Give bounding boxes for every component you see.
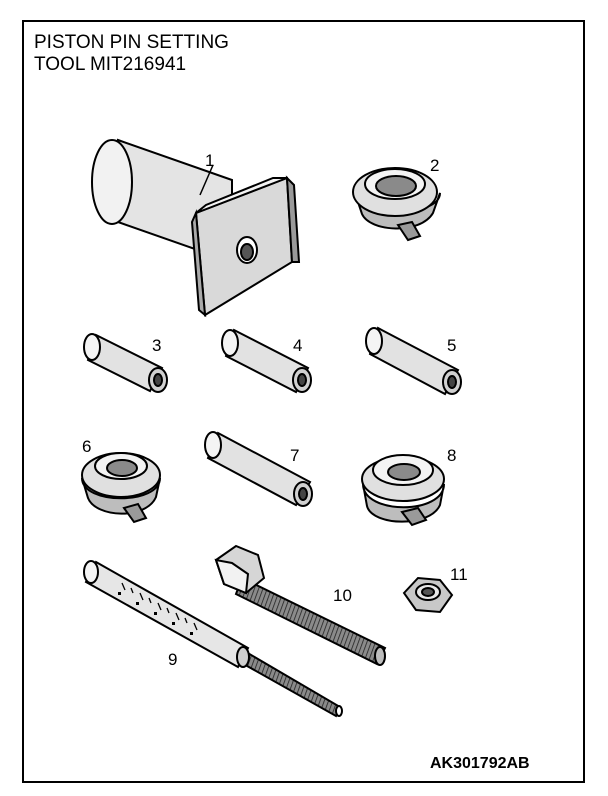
callout-1: 1: [205, 151, 214, 170]
part-11-nut: [402, 576, 454, 614]
callout-6: 6: [82, 437, 91, 456]
title-line-2: TOOL MIT216941: [34, 54, 187, 75]
rod-graduation-marks: [121, 582, 198, 631]
part-1-guide: [91, 138, 301, 318]
reference-code: AK301792AB: [430, 755, 530, 772]
part-10-bolt: [214, 544, 387, 666]
part-2-collar: [352, 167, 441, 242]
diagram-title: PISTON PIN SETTING TOOL MIT216941: [34, 32, 229, 76]
callout-3: 3: [152, 336, 161, 355]
part-9-graduated-rod: [83, 560, 343, 718]
rod-scale-dots: [118, 592, 193, 635]
diagram-frame: [22, 20, 585, 783]
title-line-1: PISTON PIN SETTING: [34, 32, 229, 53]
callout-2: 2: [430, 156, 439, 175]
part-7-pin: [204, 431, 313, 507]
callout-7: 7: [290, 446, 299, 465]
part-8-collar: [361, 454, 445, 527]
callout-8: 8: [447, 446, 456, 465]
callout-9: 9: [168, 650, 177, 669]
part-4-pin: [221, 328, 312, 394]
callout-10: 10: [333, 586, 352, 605]
part-3-pin: [83, 333, 168, 393]
callout-4: 4: [293, 336, 302, 355]
part-6-collar: [81, 452, 161, 524]
callout-11: 11: [450, 565, 468, 584]
callout-5: 5: [447, 336, 456, 355]
part-5-pin: [365, 326, 462, 396]
